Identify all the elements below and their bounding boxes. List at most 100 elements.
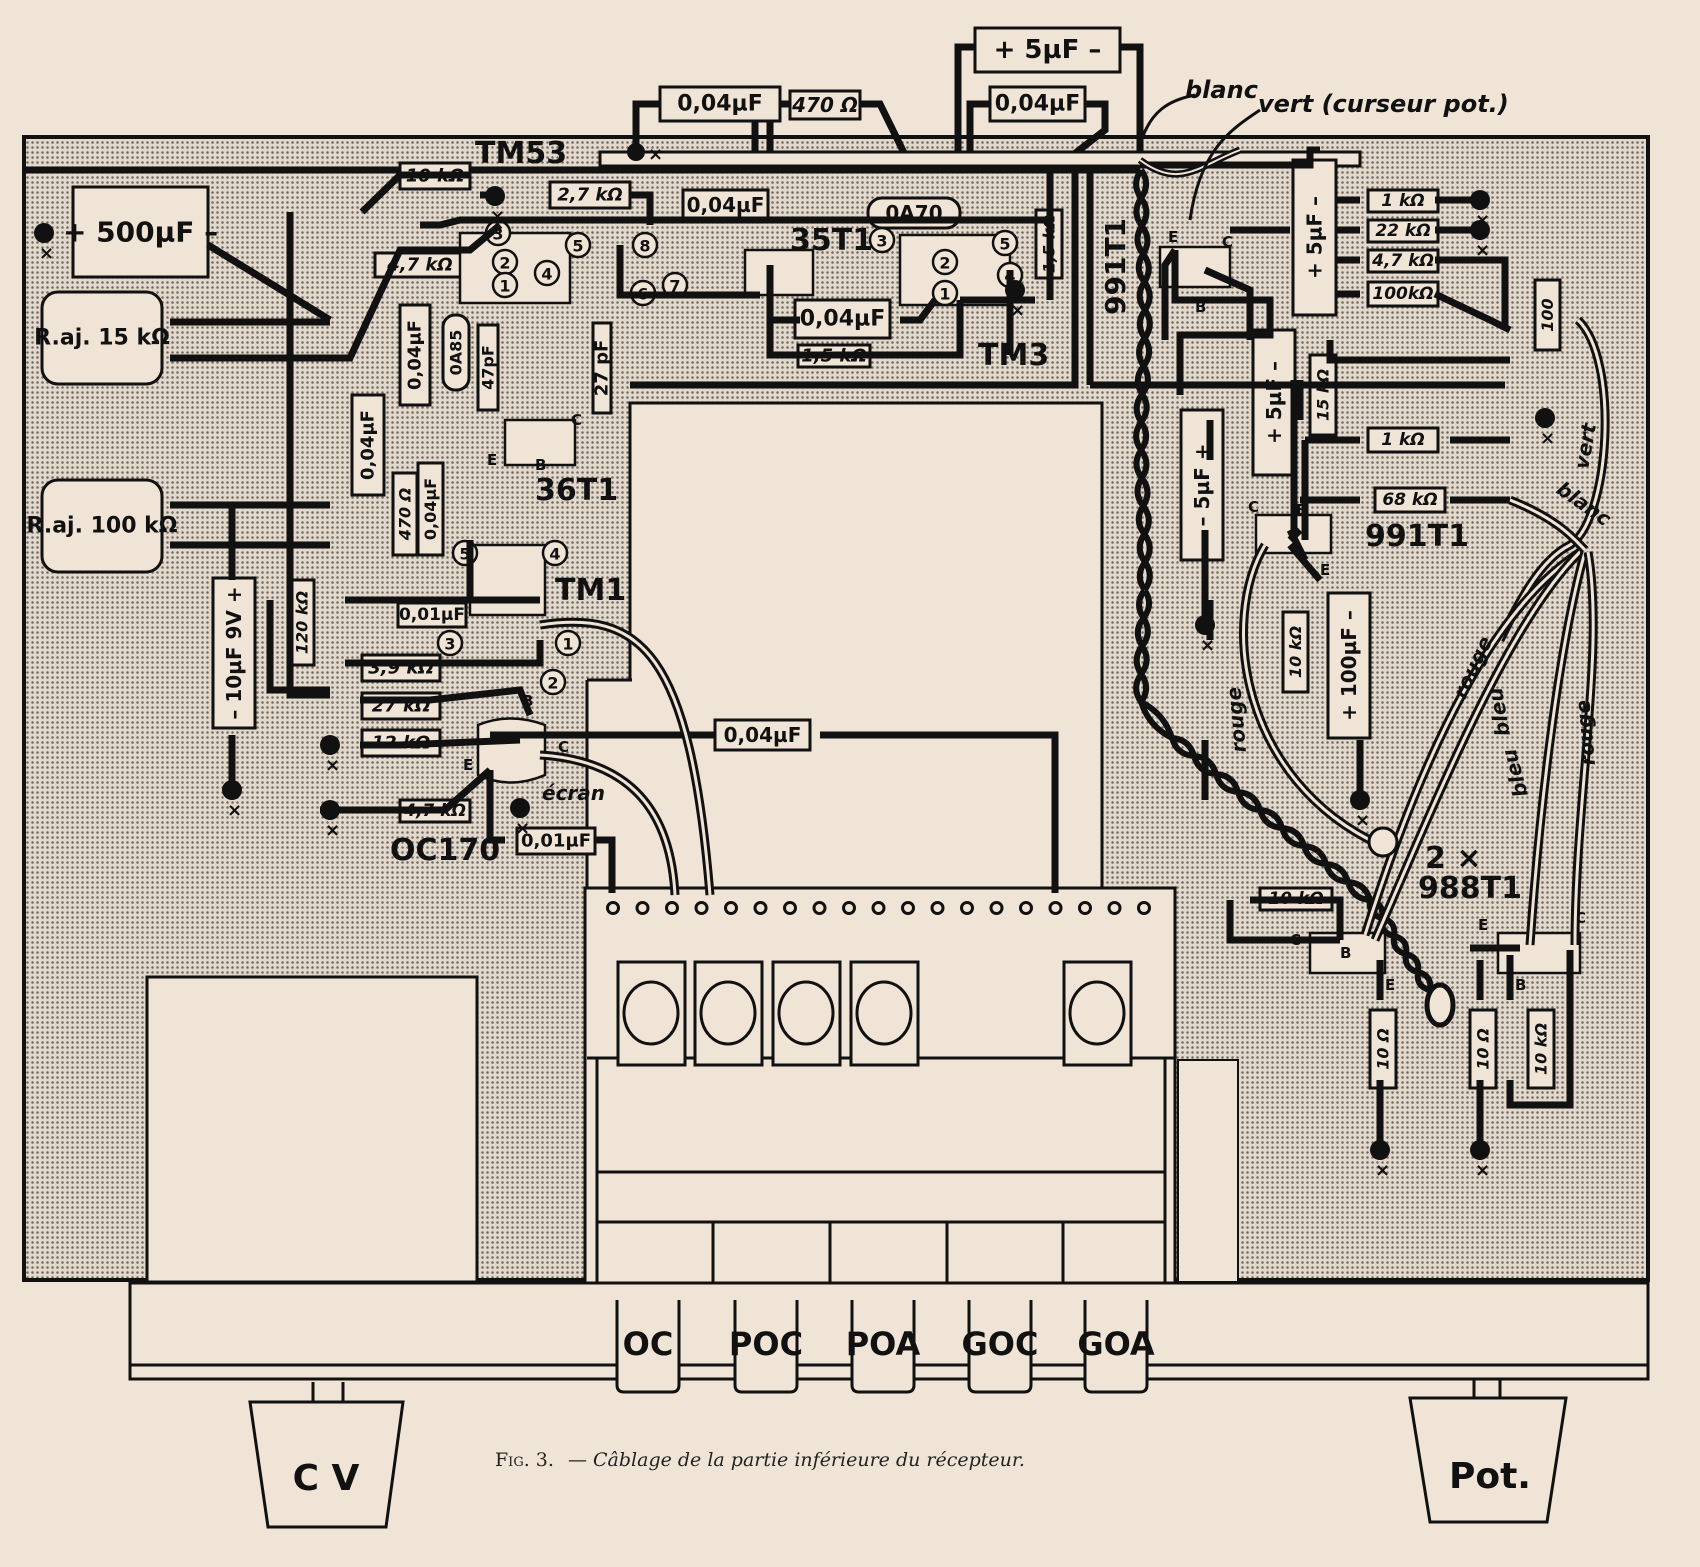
pin-number-tm1: 3 (436, 629, 464, 657)
resistor-100-vertical: 100 (1533, 278, 1562, 352)
ground-mark: × (648, 144, 663, 165)
band-button-poa[interactable]: POA (846, 1300, 921, 1394)
svg-text:1: 1 (562, 635, 573, 654)
pin-number-tm53: 5 (564, 231, 592, 259)
adjustable-resistor-15k-label: R.aj. 15 kΩ (34, 326, 170, 351)
solder-hole (1019, 901, 1033, 915)
pot-label: Pot. (1449, 1456, 1531, 1497)
wire-label-vert-curseur: vert (curseur pot.) (1258, 90, 1509, 118)
svg-text:8: 8 (639, 237, 650, 256)
resistor-100-vertical-label: 100 (1538, 298, 1557, 331)
capacitor-0-04uf-35t1: 0,04µF (681, 188, 770, 222)
capacitor-0-01uf-tm1-label: 0,01µF (399, 605, 465, 625)
resistor-120k-label: 120 kΩ (293, 591, 312, 654)
label-991t1-vertical: 991T1 (1099, 218, 1132, 315)
svg-text:2: 2 (939, 254, 950, 273)
capacitor-10uf-9v-label: – 10µF 9V + (222, 586, 246, 719)
solder-hole (724, 901, 738, 915)
band-buttons: OC POC POA GOC GOA (615, 1300, 1155, 1394)
resistor-120k: 120 kΩ (288, 578, 316, 667)
ground-point: × (1535, 408, 1555, 449)
transistor-labels: TM53 35T1 TM3 36T1 TM1 OC170 991T1 991T1… (390, 136, 1522, 906)
resistor-1k-b: 1 kΩ (1366, 426, 1440, 454)
band-button-label: OC (623, 1325, 674, 1363)
resistor-68k-label: 68 kΩ (1382, 490, 1437, 510)
switch-knob-window (693, 960, 764, 1067)
svg-text:4: 4 (541, 265, 552, 284)
band-button-goc[interactable]: GOC (962, 1300, 1039, 1394)
ground-point: × (320, 735, 340, 776)
capacitor-0-04uf-v2-label: 0,04µF (358, 410, 379, 480)
shielded-wires (539, 93, 1610, 1028)
capacitor-0-01uf-oc-label: 0,01µF (521, 831, 591, 852)
switch-knob-window (1062, 960, 1133, 1067)
wire-label-ecran: écran (542, 781, 605, 805)
resistor-1k-b-label: 1 kΩ (1381, 430, 1425, 450)
label-35t1: 35T1 (790, 223, 873, 258)
ground-point: × (510, 798, 530, 839)
capacitor-0-04uf-top1-label: 0,04µF (677, 92, 763, 117)
resistor-15k-right-label: 15 kΩ (1314, 369, 1333, 421)
pin-letter-c: C (558, 738, 569, 756)
solder-hole (812, 901, 827, 915)
resistor-4-7k-right-label: 4,7 kΩ (1371, 251, 1434, 271)
resistor-4-7k-right: 4,7 kΩ (1366, 248, 1440, 274)
band-button-goa[interactable]: GOA (1077, 1300, 1155, 1394)
wire-label-rouge-left: rouge (1221, 686, 1251, 754)
solder-hole (783, 901, 797, 915)
svg-text:×: × (1355, 810, 1370, 831)
svg-text:1: 1 (939, 285, 950, 304)
transistor-socket (468, 543, 547, 617)
band-button-oc[interactable]: OC (615, 1300, 681, 1394)
solder-hole (753, 901, 768, 915)
center-window (628, 401, 1104, 905)
traces-board (170, 146, 1574, 1150)
band-button-label: GOA (1077, 1325, 1155, 1363)
resistor-10-ohm-b: 10 Ω (1468, 1008, 1498, 1090)
band-button-label: POC (729, 1325, 803, 1363)
pin-number-tm3: 1 (931, 279, 959, 307)
solder-hole (635, 901, 650, 915)
band-button-label: POA (846, 1325, 921, 1363)
svg-text:×: × (1010, 300, 1025, 321)
switch-knob-windows (616, 960, 1133, 1067)
transistor-socket (503, 418, 577, 467)
capacitor-5uf-mid-b-label: + 5µF – (1262, 361, 1286, 444)
band-button-poc[interactable]: POC (729, 1300, 803, 1394)
capacitor-0-04uf-tm3-label: 0,04µF (800, 307, 886, 332)
cv-knob[interactable]: C V (248, 1382, 405, 1529)
resistor-100k-label: 100kΩ (1372, 284, 1433, 304)
switch-knob-window (616, 960, 687, 1067)
caption-text: — Câblage de la partie inférieure du réc… (568, 1449, 1025, 1471)
resistor-15k-right: 15 kΩ (1308, 353, 1338, 437)
pin-letter-b: B (535, 456, 546, 474)
pot-knob[interactable]: Pot. (1408, 1380, 1568, 1524)
svg-text:×: × (1540, 428, 1555, 449)
band-switch-block (583, 886, 1177, 1285)
capacitor-47pf: 47pF (476, 323, 500, 412)
capacitor-0-04uf-tm3: 0,04µF (793, 298, 892, 340)
capacitor-500uf: + 500µF – (63, 185, 218, 279)
svg-text:1: 1 (499, 277, 510, 296)
adjustable-resistor-15k: R.aj. 15 kΩ (34, 290, 170, 386)
resistor-100k: 100kΩ (1366, 280, 1440, 308)
capacitor-0-04uf-v1: 0,04µF (398, 303, 432, 407)
resistor-470-v: 470 Ω (391, 471, 419, 557)
pin-letter-e: E (487, 451, 497, 469)
figure-caption: Fig. 3. — Câblage de la partie inférieur… (495, 1449, 1025, 1471)
label-991t1: 991T1 (1365, 519, 1469, 554)
svg-text:5: 5 (459, 545, 470, 564)
capacitor-0-04uf-35t1-label: 0,04µF (687, 193, 765, 217)
svg-text:2: 2 (499, 254, 510, 273)
svg-text:×: × (325, 755, 340, 776)
label-tm53: TM53 (475, 136, 567, 171)
capacitor-0-04uf-v3-label: 0,04µF (421, 478, 440, 540)
svg-text:3: 3 (876, 232, 887, 251)
pin-letter-c: C (1222, 233, 1233, 251)
adjustable-resistor-100k-label: R.aj. 100 kΩ (26, 514, 177, 539)
svg-text:4: 4 (549, 545, 560, 564)
resistor-10-ohm-a: 10 Ω (1368, 1008, 1398, 1090)
label-tm1: TM1 (555, 573, 626, 608)
label-988t1: 988T1 (1418, 871, 1522, 906)
